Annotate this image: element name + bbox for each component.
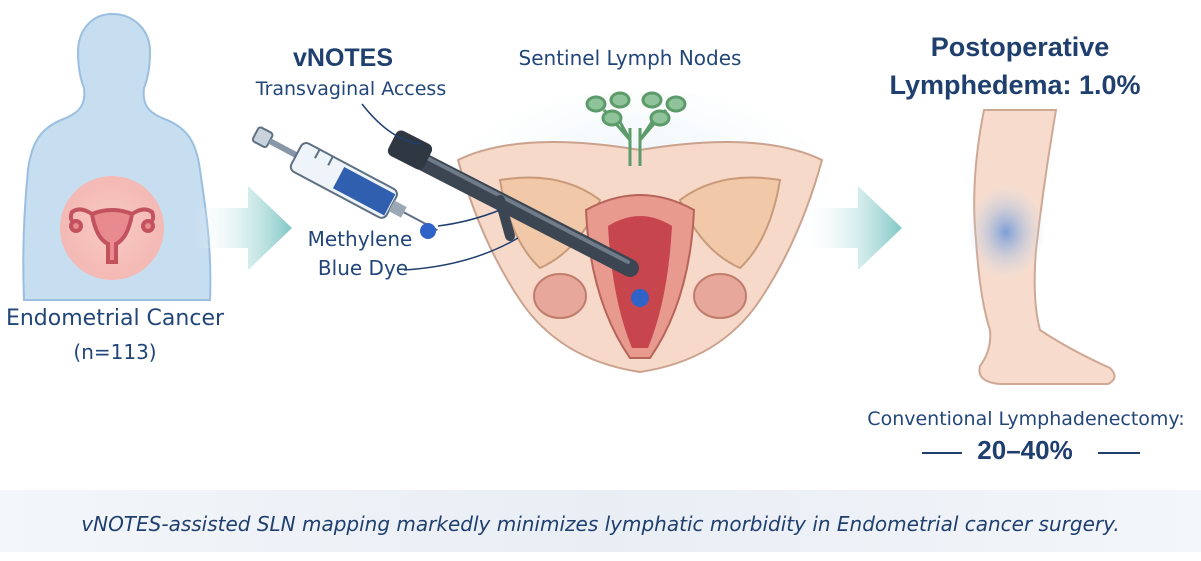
patient-silhouette [22, 12, 212, 301]
conclusion-banner [0, 490, 1201, 552]
procedure-title: vNOTES [292, 44, 394, 72]
dye-drop-icon [420, 223, 436, 239]
lymphedema-swelling [966, 184, 1046, 280]
arrow-right-icon [800, 186, 902, 270]
lymph-node-icon [585, 91, 687, 166]
leader-line [361, 103, 421, 145]
leader-line [437, 209, 501, 227]
uterus-icon [68, 207, 156, 264]
arrow-right-icon [190, 186, 292, 270]
dye-label-line1: Methylene [307, 227, 413, 251]
dye-label-line2: Blue Dye [317, 256, 409, 280]
procedure-subtitle: Transvaginal Access [255, 78, 447, 100]
dye-drop-icon [631, 289, 649, 307]
pelvis-illustration [450, 90, 830, 374]
syringe-icon [251, 126, 438, 232]
outcome-title-line1: Postoperative [930, 32, 1110, 62]
patient-count: (n=113) [73, 340, 157, 364]
sentinel-nodes-label: Sentinel Lymph Nodes [518, 46, 742, 70]
patient-title: Endometrial Cancer [5, 306, 225, 331]
endoscope-icon [387, 130, 639, 277]
outcome-title-line2: Lymphedema: 1.0% [889, 70, 1141, 100]
comparison-label: Conventional Lymphadenectomy: [867, 408, 1185, 430]
conclusion-text: vNOTES-assisted SLN mapping markedly min… [81, 512, 1120, 536]
leg-illustration [966, 109, 1116, 385]
leader-line [403, 237, 519, 271]
comparison-value: 20–40% [977, 435, 1073, 465]
